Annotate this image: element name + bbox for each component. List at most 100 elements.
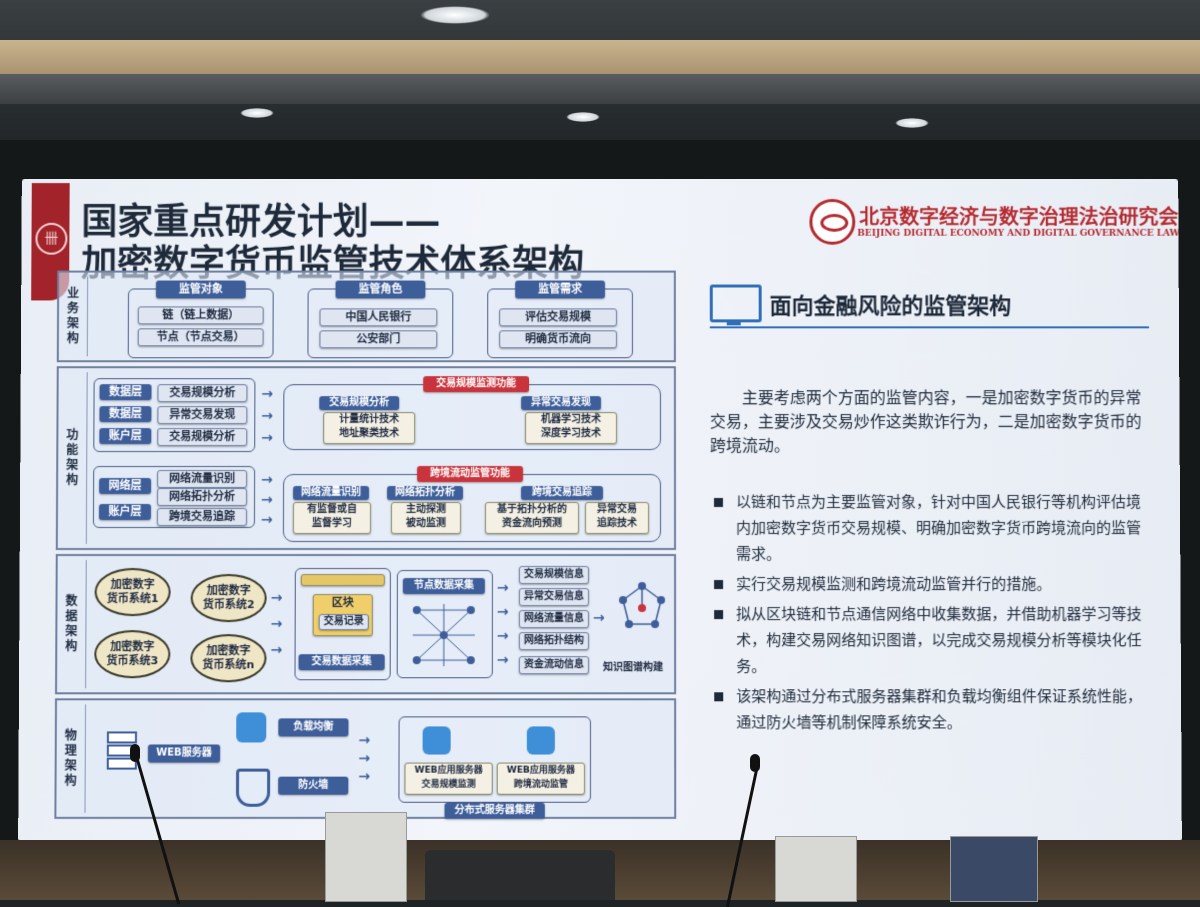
app-server: WEB应用服务器 跨境流动监管 <box>497 763 585 795</box>
layer-tag: 网络层 <box>99 478 151 494</box>
crypto-system: 加密数字 货币系统1 <box>94 568 170 616</box>
cloud-server-icon <box>527 726 555 754</box>
kg-label: 知识图谱构建 <box>603 658 663 673</box>
table-placard <box>775 836 857 902</box>
cluster-icon <box>236 712 266 742</box>
g5-body-b: 异常交易 追踪技术 <box>585 502 649 534</box>
monitor-back <box>425 850 615 900</box>
ceiling-light <box>895 118 929 128</box>
role-item: 公安部门 <box>319 330 437 348</box>
function-item: 交易规模分析 <box>157 384 247 402</box>
divider <box>710 326 1149 328</box>
need-item: 明确货币流向 <box>499 330 617 348</box>
function-layer: 功能架构 数据层 数据层 账户层 交易规模分析 异常交易发现 交易规模分析 → … <box>56 366 676 550</box>
g5-body-a: 基于拓扑分析的 资金流向预测 <box>485 502 579 534</box>
panel-intro: 主要考虑两个方面的监管内容，一是加密数字货币的异常交易，主要涉及交易炒作这类欺诈… <box>710 386 1150 458</box>
arrow-icon: → <box>593 610 605 626</box>
arrow-icon: → <box>358 751 370 767</box>
crypto-system: 加密数字 货币系统2 <box>191 574 267 622</box>
bullet-item: 以链和节点为主要监管对象，针对中国人民银行等机构评估境内加密数字货币交易规模、明… <box>710 489 1150 567</box>
arrow-icon: → <box>261 430 273 446</box>
g3-body: 有监督或自 监督学习 <box>293 502 371 534</box>
table-placard <box>325 812 407 902</box>
layer-label: 数据架构 <box>61 556 82 692</box>
bullet-item: 实行交易规模监测和跨境流动监管并行的措施。 <box>710 571 1150 597</box>
layer-label: 功能架构 <box>62 368 83 548</box>
arrow-icon: → <box>358 732 370 748</box>
output-item: 网络流量信息 <box>519 610 589 628</box>
society-logo-icon <box>809 199 855 245</box>
projected-slide: 卌 国家重点研发计划—— 加密数字货币监管技术体系架构 北京数字经济与数字治理法… <box>18 179 1182 841</box>
g4-title: 网络拓扑分析 <box>387 486 463 500</box>
g4-body: 主动探测 被动监测 <box>391 502 461 534</box>
arrow-icon: → <box>261 492 273 508</box>
arrow-icon: → <box>271 642 283 658</box>
g5-title: 跨境交易追踪 <box>521 486 603 500</box>
output-item: 异常交易信息 <box>519 588 589 606</box>
app-server: WEB应用服务器 交易规模监测 <box>404 763 492 795</box>
bullet-item: 拟从区块链和节点通信网络中收集数据，并借助机器学习等技术，构建交易网络知识图谱，… <box>710 601 1151 679</box>
data-layer: 数据架构 加密数字 货币系统1 加密数字 货币系统2 加密数字 货币系统3 加密… <box>55 554 676 694</box>
layer-label: 业务架构 <box>63 273 83 361</box>
object-item: 链（链上数据） <box>138 306 264 324</box>
cluster-label: 分布式服务器集群 <box>445 803 545 819</box>
arrow-icon: → <box>497 652 509 668</box>
crypto-system: 加密数字 货币系统n <box>190 634 266 682</box>
crypto-system: 加密数字 货币系统3 <box>94 630 170 678</box>
network-icon <box>409 600 479 670</box>
layer-tag: 账户层 <box>99 504 151 520</box>
arrow-icon: → <box>271 616 283 632</box>
layer-tag: 数据层 <box>100 384 152 400</box>
emblem-icon: 卌 <box>35 223 67 255</box>
business-layer: 业务架构 监管对象 链（链上数据） 节点（节点交易） 监管角色 中国人民银行 公… <box>57 271 676 363</box>
layer-label: 物理架构 <box>60 700 81 817</box>
cloud-server-icon <box>423 726 451 754</box>
output-item: 网络拓扑结构 <box>519 632 589 650</box>
arrow-icon: → <box>261 472 273 488</box>
panel-heading: 面向金融风险的监管架构 <box>770 289 1012 321</box>
description-panel: 面向金融风险的监管架构 主要考虑两个方面的监管内容，一是加密数字货币的异常交易，… <box>710 275 1162 815</box>
load-balance: 负载均衡 <box>278 718 348 736</box>
node-collect: 节点数据采集 <box>403 578 485 594</box>
objects-title: 监管对象 <box>156 281 246 299</box>
ceiling-light <box>420 6 490 24</box>
shield-icon <box>236 769 270 807</box>
ceiling <box>0 0 1200 140</box>
g2-title: 异常交易发现 <box>521 396 601 410</box>
g1-title: 交易规模分析 <box>319 396 399 410</box>
monitor-icon <box>710 285 762 323</box>
layer-tag: 账户层 <box>99 428 151 444</box>
arrow-icon: → <box>358 769 370 785</box>
ceiling-light <box>240 108 274 118</box>
architecture-diagram: 业务架构 监管对象 链（链上数据） 节点（节点交易） 监管角色 中国人民银行 公… <box>54 271 672 816</box>
monitor1-title: 交易规模监测功能 <box>423 376 529 392</box>
tx-collect: 交易数据采集 <box>299 654 385 670</box>
tx-record: 交易记录 <box>319 614 369 630</box>
arrow-icon: → <box>271 590 283 606</box>
ceiling-soffit <box>0 74 1200 104</box>
g1-body: 计量统计技术 地址聚类技术 <box>323 412 415 444</box>
firewall: 防火墙 <box>278 777 348 795</box>
monitor2-title: 跨境流动监管功能 <box>417 466 523 482</box>
chain-blocks <box>301 574 385 586</box>
needs-title: 监管需求 <box>515 281 605 299</box>
arrow-icon: → <box>261 408 273 424</box>
output-item: 资金流动信息 <box>519 656 589 674</box>
arrow-icon: → <box>497 628 509 644</box>
arrow-icon: → <box>261 512 273 528</box>
object-item: 节点（节点交易） <box>138 328 264 346</box>
org-name-cn: 北京数字经济与数字治理法治研究会 <box>859 201 1178 230</box>
function-item: 异常交易发现 <box>157 406 247 424</box>
g3-title: 网络流量识别 <box>293 486 369 500</box>
knowledge-graph-icon <box>615 580 669 634</box>
arrow-icon: → <box>497 604 509 620</box>
arrow-icon: → <box>261 386 273 402</box>
g2-body: 机器学习技术 深度学习技术 <box>525 412 617 444</box>
web-server: WEB服务器 <box>148 745 220 763</box>
ceiling-light <box>566 112 600 122</box>
role-item: 中国人民银行 <box>319 308 437 326</box>
need-item: 评估交易规模 <box>499 308 617 326</box>
arrow-icon: → <box>497 580 509 596</box>
org-name-en: BEIJING DIGITAL ECONOMY AND DIGITAL GOVE… <box>857 229 1182 239</box>
function-item: 跨境交易追踪 <box>157 508 247 526</box>
